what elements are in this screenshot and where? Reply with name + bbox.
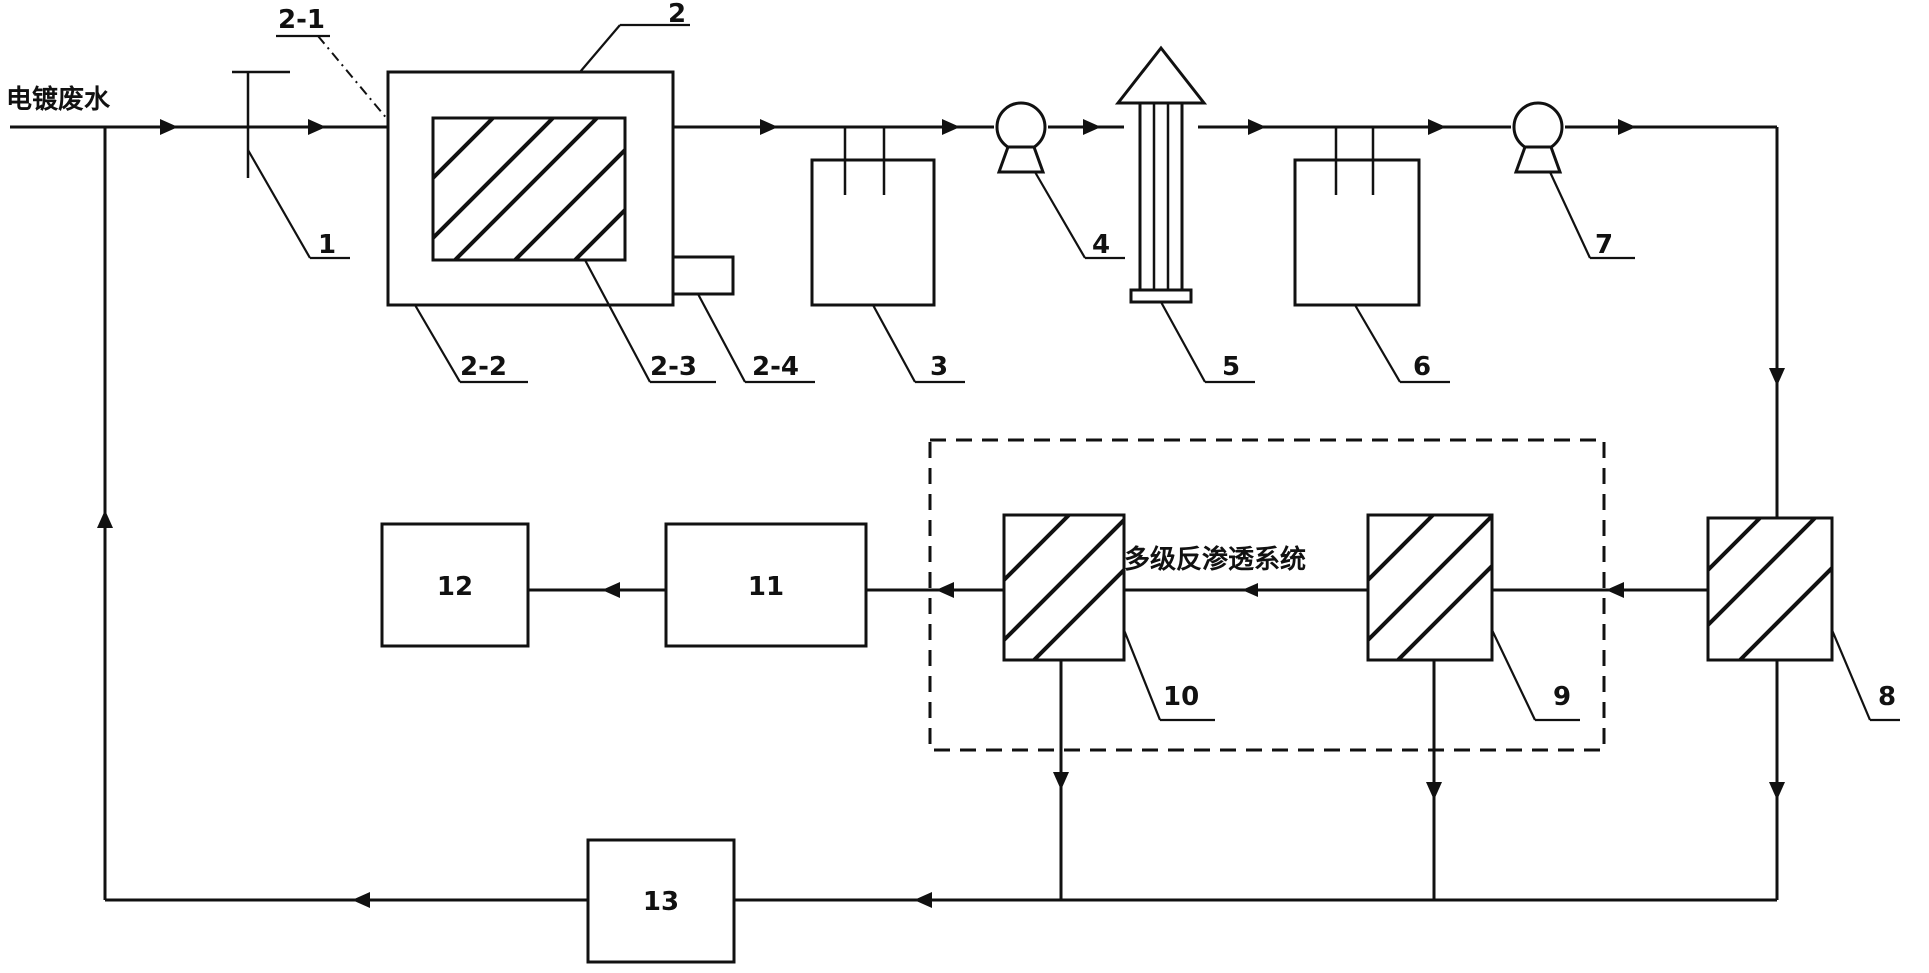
label-8: 8 [1878, 682, 1896, 712]
item-8-membrane: 8 [1706, 516, 1900, 722]
item-13-unit: 13 [586, 838, 736, 964]
arrow-left [914, 892, 932, 908]
label-11: 11 [748, 572, 784, 602]
arrow-right [1428, 119, 1446, 135]
arrow-left [602, 582, 620, 598]
item-2-reactor: 2 2-1 2-2 2-3 2-4 [276, 0, 815, 384]
label-13: 13 [643, 887, 679, 917]
arrow-down [1769, 782, 1785, 800]
item-10-membrane: 10 [1002, 513, 1215, 722]
arrow-up [97, 510, 113, 528]
top-flow-arrows [160, 119, 1785, 386]
label-6: 6 [1413, 352, 1431, 382]
label-2-3: 2-3 [650, 352, 697, 382]
arrow-right [1618, 119, 1636, 135]
item-4-pump: 4 [995, 101, 1125, 260]
label-2-4: 2-4 [752, 352, 799, 382]
item-11-unit: 11 [664, 522, 868, 648]
label-9: 9 [1553, 682, 1571, 712]
item-9-membrane: 9 [1366, 513, 1580, 722]
concentrate-discharge-lines [1053, 660, 1785, 900]
arrow-right [1248, 119, 1266, 135]
label-1: 1 [318, 230, 336, 260]
return-flow-line [97, 127, 1777, 908]
item-6-tank: 6 [1293, 127, 1450, 384]
arrow-right [942, 119, 960, 135]
arrow-down [1053, 772, 1069, 790]
label-12: 12 [437, 572, 473, 602]
arrow-right [160, 119, 178, 135]
arrow-left [352, 892, 370, 908]
label-10: 10 [1163, 682, 1199, 712]
label-2-2: 2-2 [460, 352, 507, 382]
label-2: 2 [668, 0, 686, 29]
arrow-left [1606, 582, 1624, 598]
arrow-right [1083, 119, 1101, 135]
arrow-left [936, 582, 954, 598]
item-5-column: 5 [1114, 45, 1255, 384]
arrow-down [1769, 368, 1785, 386]
label-4: 4 [1092, 230, 1110, 260]
arrow-right [760, 119, 778, 135]
label-2-1: 2-1 [278, 5, 325, 35]
item-3-tank: 3 [810, 127, 965, 384]
ro-system-label: 多级反渗透系统 [1124, 544, 1306, 575]
arrow-down [1426, 782, 1442, 800]
item-7-pump: 7 [1512, 101, 1635, 260]
item-12-unit: 12 [380, 522, 530, 648]
label-3: 3 [930, 352, 948, 382]
label-5: 5 [1222, 352, 1240, 382]
label-7: 7 [1595, 230, 1613, 260]
inlet-label: 电镀废水 [6, 84, 111, 115]
item-1-dosing-inlet: 1 [232, 70, 350, 260]
arrow-right [308, 119, 326, 135]
ro-flow-lines [866, 582, 1708, 598]
